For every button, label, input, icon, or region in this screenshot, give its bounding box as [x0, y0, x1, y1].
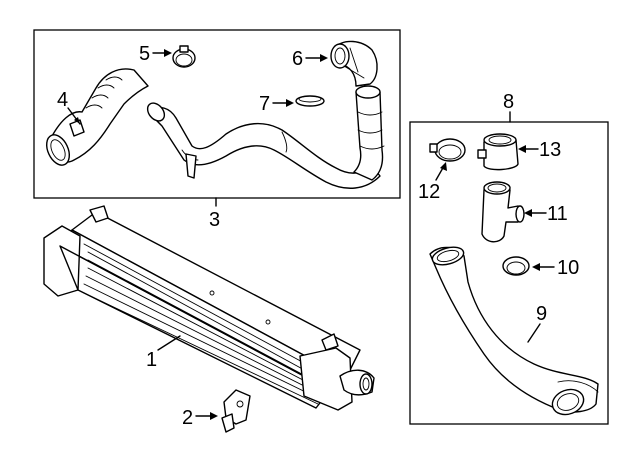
callout-5: 5 [139, 43, 150, 65]
assembly-3-frame [33, 29, 401, 199]
arrowhead-12 [440, 162, 447, 171]
arrowhead-5 [164, 49, 172, 57]
charge-air-tube [146, 102, 381, 189]
callout-6: 6 [292, 48, 303, 70]
arrowhead-10 [532, 263, 540, 271]
callout-10: 10 [557, 257, 579, 279]
part-4-hose [45, 68, 149, 166]
callout-11: 11 [547, 203, 568, 225]
callout-2: 2 [182, 407, 193, 429]
arrowhead-7 [286, 99, 294, 107]
part-2-bracket [221, 389, 251, 433]
callout-8: 8 [503, 91, 514, 113]
arrowhead-4 [74, 117, 80, 124]
part-12-clamp [429, 138, 466, 162]
part-5-clamp [172, 45, 196, 68]
part-7-clamp [295, 95, 325, 107]
assembly-8-frame [409, 121, 609, 425]
arrowhead-6 [320, 54, 328, 62]
part-6-elbow [330, 40, 378, 87]
part-11-tee [481, 181, 525, 243]
part-10-clamp [502, 256, 530, 276]
callout-13: 13 [539, 139, 561, 161]
callout-4: 4 [57, 89, 68, 111]
callout-1: 1 [146, 349, 157, 371]
callout-7: 7 [259, 93, 270, 115]
leader-1 [157, 335, 181, 351]
callout-3: 3 [209, 209, 220, 231]
callout-12: 12 [418, 181, 440, 203]
part-9-hose [429, 246, 599, 416]
arrowhead-11 [524, 209, 532, 217]
leader-9 [527, 323, 541, 343]
part-13-coupling [477, 133, 519, 171]
vertical-hose [353, 85, 385, 181]
arrowhead-2 [210, 412, 218, 420]
callout-9: 9 [536, 303, 547, 325]
part-1-intercooler [43, 205, 375, 411]
arrowhead-13 [518, 145, 526, 153]
